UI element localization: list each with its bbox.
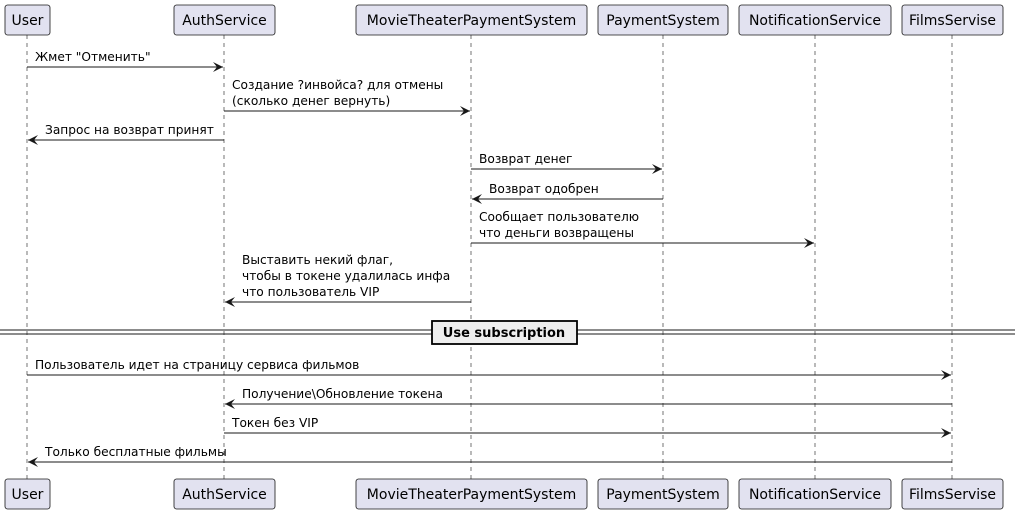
participant-pay-bottom: PaymentSystem — [597, 478, 729, 510]
message-7: Выставить некий флаг, чтобы в токене уда… — [225, 253, 471, 307]
participant-box — [173, 478, 276, 510]
participant-label: PaymentSystem — [606, 13, 720, 29]
message-label: Создание ?инвойса? для отмены — [232, 78, 443, 92]
participant-box — [738, 478, 892, 510]
message-11: Только бесплатные фильмы — [28, 445, 952, 467]
message-5: Возврат одобрен — [472, 182, 663, 204]
participant-label: MovieTheaterPaymentSystem — [367, 13, 576, 29]
participant-films-top: FilmsServise — [901, 4, 1004, 36]
message-9: Получение\Обновление токена — [225, 387, 952, 409]
message-label: что деньги возвращены — [479, 226, 634, 240]
participant-mtps-bottom: MovieTheaterPaymentSystem — [355, 478, 588, 510]
message-label: Получение\Обновление токена — [242, 387, 443, 401]
message-10: Токен без VIP — [224, 416, 951, 438]
participant-auth-top: AuthService — [173, 4, 276, 36]
participant-user-top: User — [4, 4, 51, 36]
participant-box — [901, 4, 1004, 36]
message-label: что пользователь VIP — [242, 285, 379, 299]
participant-label: User — [12, 487, 44, 503]
message-label: (сколько денег вернуть) — [232, 94, 390, 108]
participant-box — [597, 4, 729, 36]
participant-auth-bottom: AuthService — [173, 478, 276, 510]
participant-films-bottom: FilmsServise — [901, 478, 1004, 510]
message-2: Создание ?инвойса? для отмены (сколько де… — [224, 78, 470, 116]
divider-box — [431, 320, 578, 345]
message-label: Пользователь идет на страницу сервиса фи… — [35, 358, 359, 372]
participant-user-bottom: User — [4, 478, 51, 510]
participant-label: AuthService — [182, 487, 267, 503]
message-4: Возврат денег — [471, 152, 662, 174]
participant-box — [597, 478, 729, 510]
participant-label: User — [12, 13, 44, 29]
message-label: Токен без VIP — [231, 416, 318, 430]
message-label: Жмет "Отменить" — [35, 50, 151, 64]
participant-box — [738, 4, 892, 36]
participant-box — [355, 478, 588, 510]
message-6: Сообщает пользователю что деньги возвращ… — [471, 210, 814, 248]
message-label: Сообщает пользователю — [479, 210, 639, 224]
participant-notif-bottom: NotificationService — [738, 478, 892, 510]
participant-label: NotificationService — [749, 487, 881, 503]
participant-label: FilmsServise — [909, 487, 996, 503]
message-label: чтобы в токене удалилась инфа — [242, 269, 450, 283]
message-label: Выставить некий флаг, — [242, 253, 393, 267]
participant-label: FilmsServise — [909, 13, 996, 29]
participant-box — [173, 4, 276, 36]
participant-label: PaymentSystem — [606, 487, 720, 503]
participant-notif-top: NotificationService — [738, 4, 892, 36]
message-8: Пользователь идет на страницу сервиса фи… — [27, 358, 951, 380]
participant-pay-top: PaymentSystem — [597, 4, 729, 36]
message-1: Жмет "Отменить" — [27, 50, 223, 72]
participant-label: AuthService — [182, 13, 267, 29]
message-label: Возврат денег — [479, 152, 572, 166]
participant-mtps-top: MovieTheaterPaymentSystem — [355, 4, 588, 36]
participant-box — [4, 478, 51, 510]
message-label: Возврат одобрен — [489, 182, 599, 196]
participant-box — [901, 478, 1004, 510]
participant-label: MovieTheaterPaymentSystem — [367, 487, 576, 503]
participant-label: NotificationService — [749, 13, 881, 29]
message-label: Только бесплатные фильмы — [44, 445, 227, 459]
participant-box — [4, 4, 51, 36]
message-3: Запрос на возврат принят — [28, 123, 224, 145]
message-label: Запрос на возврат принят — [45, 123, 214, 137]
participant-box — [355, 4, 588, 36]
divider-label: Use subscription — [443, 326, 565, 341]
